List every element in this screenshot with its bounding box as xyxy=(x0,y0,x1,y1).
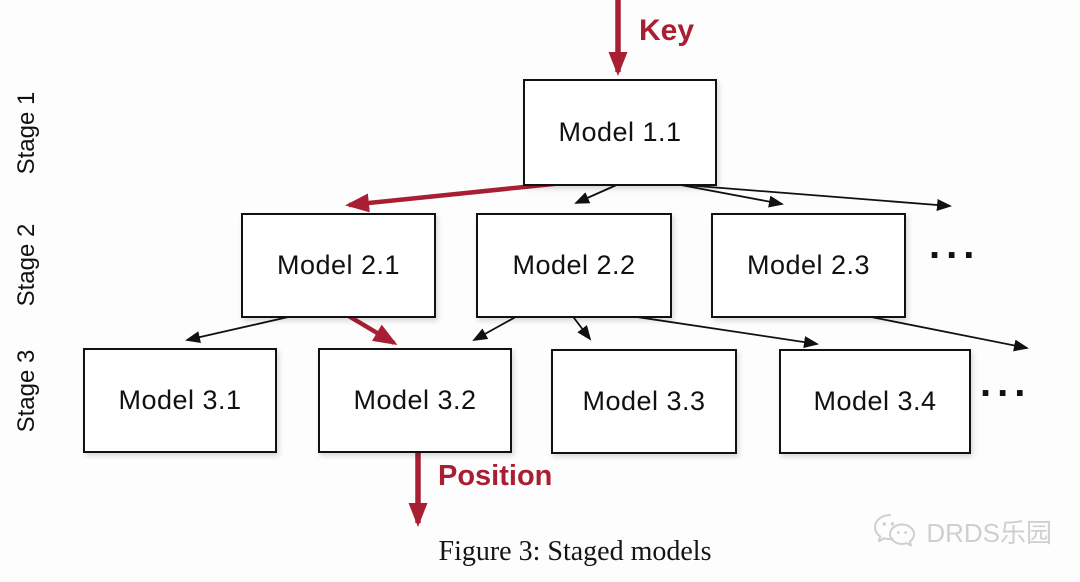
stage-3-ellipsis: ... xyxy=(980,361,1032,405)
arrow-model-2-1-to-3-2 xyxy=(345,313,398,346)
arrow-model-1-1-to-2-2 xyxy=(574,182,622,204)
model-box-3-1: Model 3.1 xyxy=(83,348,277,453)
stage-1-label: Stage 1 xyxy=(13,91,40,175)
arrow-model-2-1-to-3-1 xyxy=(185,314,298,343)
figure-caption: Figure 3: Staged models xyxy=(438,536,712,567)
stage-2-ellipsis: ... xyxy=(929,223,981,267)
arrow-model-1-1-to-2-3 xyxy=(669,182,784,208)
model-box-3-3: Model 3.3 xyxy=(551,349,737,454)
watermark-text: DRDS乐园 xyxy=(926,517,1052,548)
model-box-3-4: Model 3.4 xyxy=(779,349,971,454)
key-label: Key xyxy=(639,14,695,47)
model-box-1-1: Model 1.1 xyxy=(523,79,717,186)
wechat-chat-bubbles-icon xyxy=(872,512,918,550)
watermark: DRDS乐园 xyxy=(872,512,1052,550)
stage-3-label: Stage 3 xyxy=(13,349,40,433)
model-box-2-1: Model 2.1 xyxy=(241,213,436,318)
position-label: Position xyxy=(438,460,553,492)
stage-2-label: Stage 2 xyxy=(13,223,40,307)
model-box-3-2: Model 3.2 xyxy=(318,348,512,453)
arrow-model-2-2-to-3-4 xyxy=(616,313,819,349)
model-box-2-2: Model 2.2 xyxy=(476,213,672,318)
model-box-2-3: Model 2.3 xyxy=(711,213,906,318)
arrow-model-1-1-to-more xyxy=(683,184,952,211)
arrow-model-2-3-to-more xyxy=(860,314,1029,352)
